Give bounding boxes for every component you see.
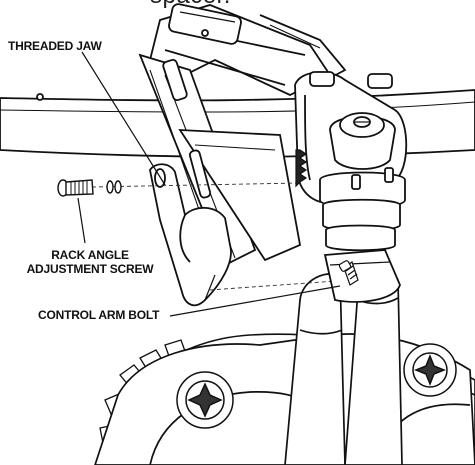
callout-rack-angle-line2: ADJUSTMENT SCREW (26, 262, 154, 276)
callout-control-arm-bolt: CONTROL ARM BOLT (38, 308, 160, 322)
rack-frame (148, 3, 347, 96)
control-arm-bolt (338, 260, 359, 286)
callout-rack-angle-screw: RACK ANGLE ADJUSTMENT SCREW (20, 248, 160, 276)
threaded-jaw (149, 163, 232, 307)
leader-rack-angle-screw (77, 197, 86, 244)
leader-lines (77, 51, 341, 317)
rack-angle-screw (57, 179, 122, 197)
crown-bolt-left (176, 371, 234, 429)
leader-threaded-jaw (81, 51, 166, 186)
control-arm (323, 249, 401, 303)
leader-control-arm-bolt (169, 285, 341, 317)
rack-arms (138, 53, 302, 267)
steer-collar (295, 149, 308, 188)
alignment-guides (91, 182, 351, 291)
callout-rack-angle-line1: RACK ANGLE (51, 248, 129, 262)
stem (294, 71, 408, 252)
caption-fragment: spacer. (150, 0, 231, 10)
stanchion-left (284, 272, 346, 465)
callout-threaded-jaw: THREADED JAW (8, 39, 102, 53)
crown-bolt-right (403, 343, 457, 397)
